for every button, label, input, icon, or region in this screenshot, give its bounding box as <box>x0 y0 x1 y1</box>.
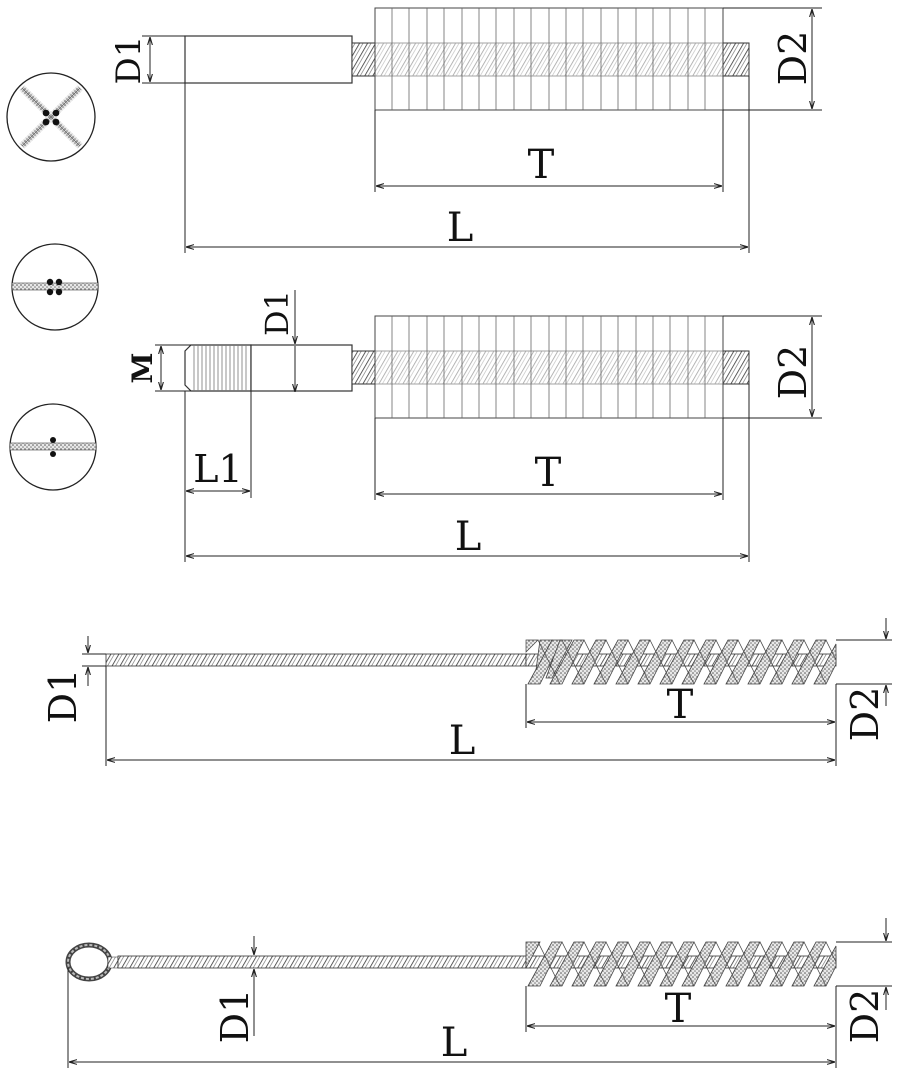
dim-label-t: T <box>528 142 555 188</box>
dim-label-l1: L1 <box>193 447 242 491</box>
straight-shank-brush: D1 D2 T L <box>109 7 822 253</box>
dim-label-t: T <box>667 682 694 728</box>
dim-label-l: L <box>449 718 476 764</box>
dim-label-l: L <box>441 1020 468 1066</box>
dim-label-d2: D2 <box>771 31 815 86</box>
twisted-wire-brush: D1 D2 T L <box>41 618 892 766</box>
dim-label-d2: D2 <box>843 989 887 1044</box>
loop-end-brush: D1 D2 T L <box>65 918 892 1068</box>
four-row-cross-section <box>6 72 96 162</box>
dim-label-t: T <box>665 986 692 1032</box>
two-row-cross-section <box>11 243 99 331</box>
dim-label-d1: D1 <box>213 989 257 1044</box>
dim-label-d1: D1 <box>41 669 85 724</box>
dim-label-d1: D1 <box>258 290 296 336</box>
dim-label-l: L <box>447 205 474 251</box>
single-row-cross-section <box>9 403 97 491</box>
dim-label-m: M <box>126 353 159 384</box>
dim-label-t: T <box>535 450 562 496</box>
dim-label-d2: D2 <box>843 687 887 742</box>
dim-label-l: L <box>455 514 482 560</box>
threaded-shank-brush: M D1 D2 L1 T L <box>126 290 822 562</box>
dim-label-d2: D2 <box>771 345 815 400</box>
dim-label-d1: D1 <box>109 36 149 85</box>
